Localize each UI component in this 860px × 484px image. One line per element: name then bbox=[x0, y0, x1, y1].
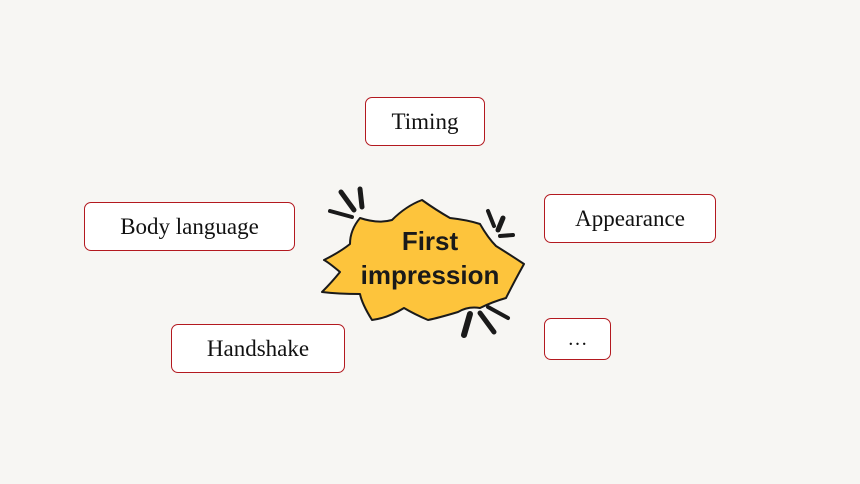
burst-accent-bottom-right bbox=[461, 305, 510, 338]
handshake-label: Handshake bbox=[206, 335, 310, 361]
center-label-line2: impression bbox=[360, 260, 500, 290]
appearance-label: Appearance bbox=[575, 205, 685, 231]
handshake-box: Handshake bbox=[171, 324, 345, 373]
burst-star bbox=[321, 199, 525, 321]
appearance-box: Appearance bbox=[544, 194, 716, 243]
more-label: … bbox=[567, 327, 588, 350]
burst-accent-top-left bbox=[328, 186, 365, 219]
timing-label: Timing bbox=[391, 108, 459, 134]
more-box: … bbox=[544, 318, 611, 360]
center-label-line1: First bbox=[401, 226, 459, 256]
burst-accent-top-right bbox=[486, 209, 515, 238]
body-language-box: Body language bbox=[84, 202, 295, 251]
burst-shape bbox=[321, 186, 525, 338]
timing-box: Timing bbox=[365, 97, 485, 146]
center-label: First impression bbox=[330, 224, 530, 292]
body-language-label: Body language bbox=[120, 213, 259, 239]
